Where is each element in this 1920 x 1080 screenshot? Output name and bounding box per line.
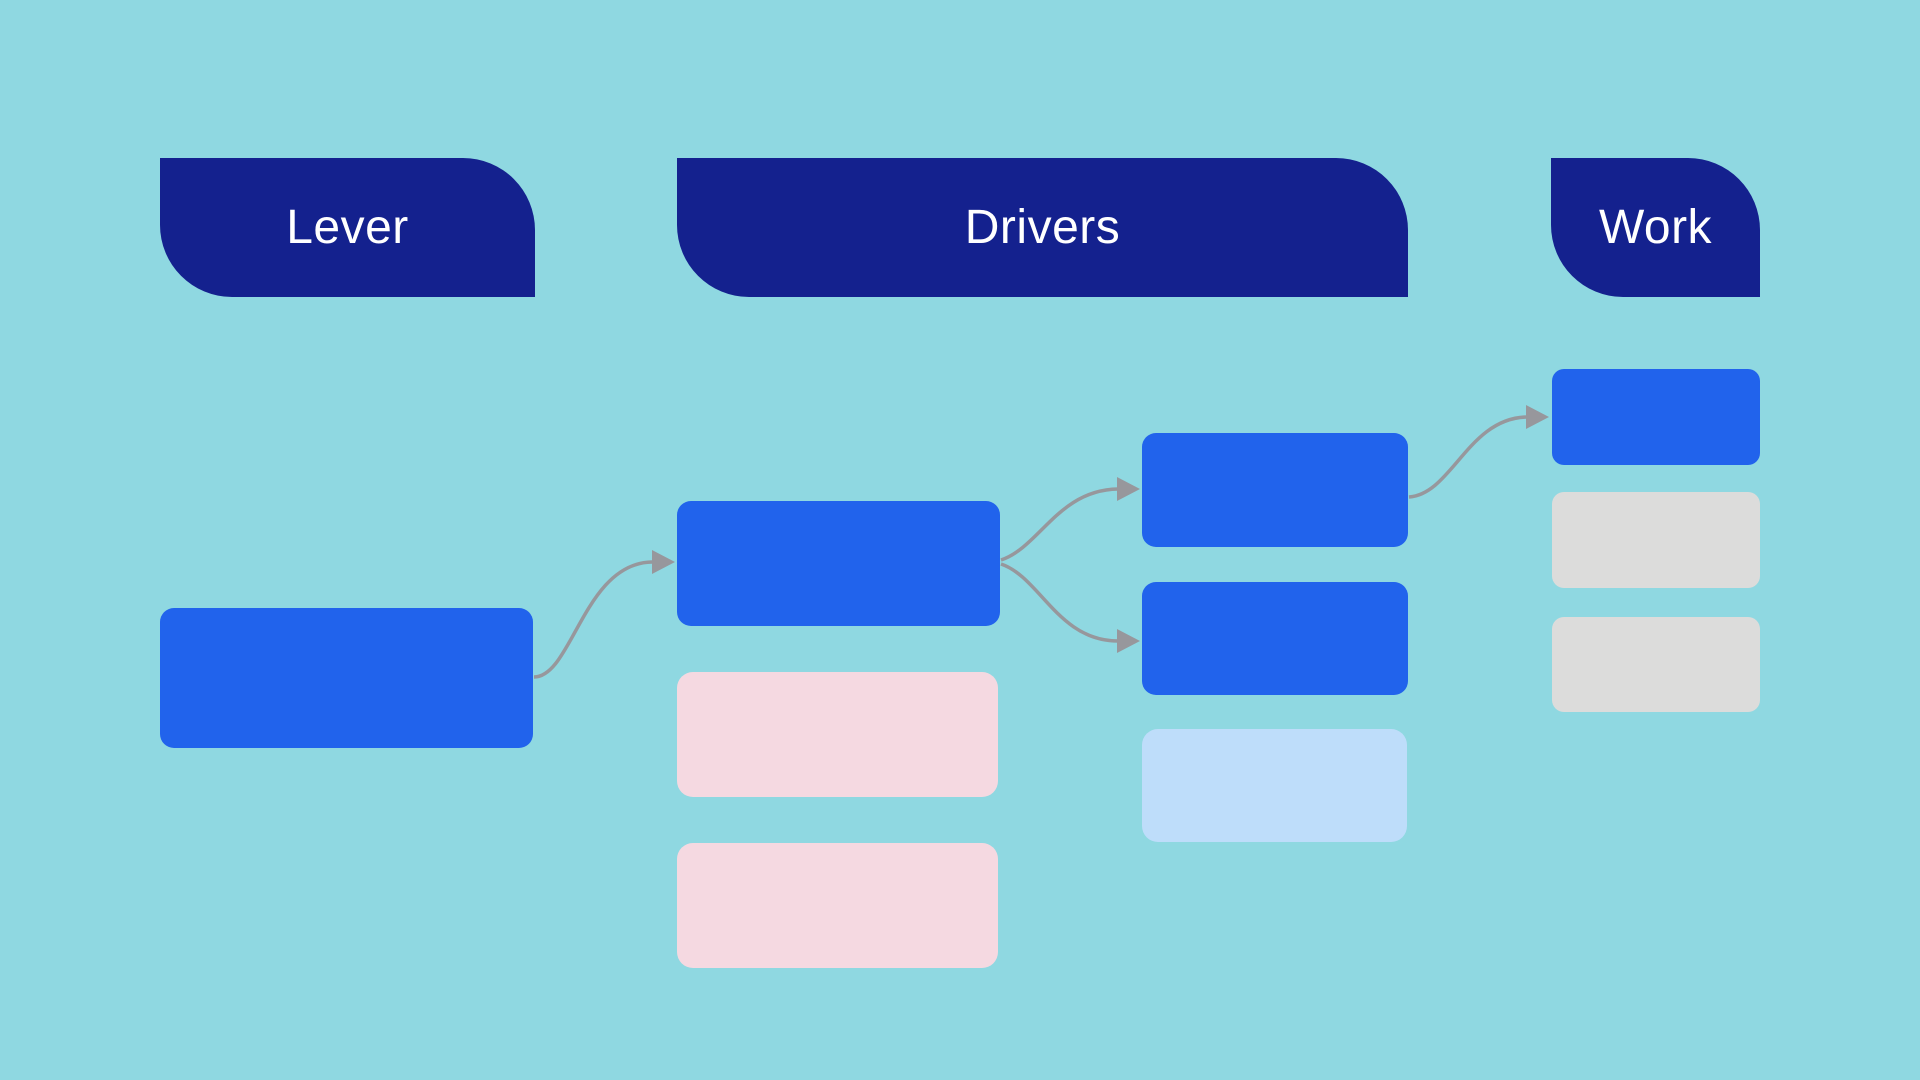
driver-pink-box-1	[677, 672, 998, 797]
driver-pink-box-2	[677, 843, 998, 968]
drivers-header: Drivers	[677, 158, 1408, 297]
work-header: Work	[1551, 158, 1760, 297]
lever-box	[160, 608, 533, 748]
arrowhead-driver-to-subdriver-2	[1117, 629, 1140, 653]
lever-header: Lever	[160, 158, 535, 297]
drivers-header-label: Drivers	[964, 201, 1121, 254]
work-box-3	[1552, 617, 1760, 712]
subdriver-box-2	[1142, 582, 1408, 695]
work-header-label: Work	[1598, 201, 1713, 254]
lever-header-label: Lever	[286, 201, 409, 254]
driver-primary-box	[677, 501, 1000, 626]
arrow-lever-to-driver	[533, 560, 653, 679]
arrowhead-driver-to-subdriver-1	[1117, 477, 1140, 501]
arrowhead-lever-to-driver	[652, 550, 675, 574]
work-box-2	[1552, 492, 1760, 588]
arrow-subdriver-to-work	[1408, 415, 1528, 499]
work-box-1	[1552, 369, 1760, 465]
arrow-driver-to-subdriver-2	[1000, 562, 1119, 643]
subdriver-box-3	[1142, 729, 1407, 842]
arrowhead-subdriver-to-work	[1526, 405, 1549, 429]
subdriver-box-1	[1142, 433, 1408, 547]
arrow-driver-to-subdriver-1	[1000, 487, 1119, 562]
